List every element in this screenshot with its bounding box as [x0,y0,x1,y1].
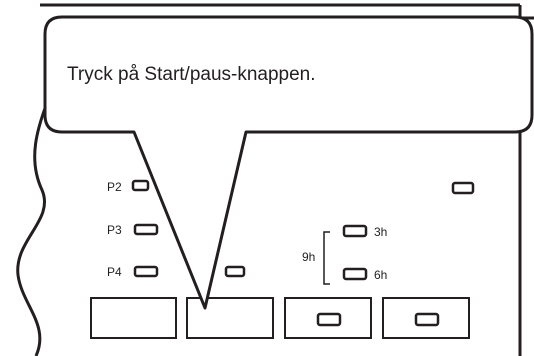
delay-indicator-6h [342,267,368,281]
program-indicator-p2 [131,179,150,192]
program-label-p3: P3 [107,223,122,237]
button-row [90,297,470,339]
program-indicator-p4 [133,265,159,278]
delay-button-indicator [316,312,342,327]
delay-label-6h: 6h [374,268,387,282]
status-indicator-top-right [451,181,475,195]
option-button-indicator [414,312,440,327]
start-pause-indicator [224,265,246,278]
delay-group-label: 9h [302,250,315,264]
program-indicator-p3 [133,223,159,236]
delay-bracket [323,231,330,285]
button-indicators [316,312,440,327]
start-pause-button[interactable] [186,297,274,339]
callout-bubble [43,15,534,310]
program-label-p4: P4 [107,265,122,279]
delay-start-group: 9h 3h 6h [302,224,387,285]
delay-indicator-3h [342,224,368,238]
panel-left-wavy-edge [16,94,52,356]
callout-text: Tryck på Start/paus-knappen. [67,64,316,85]
program-label-p2: P2 [107,180,122,194]
delay-label-3h: 3h [374,225,387,239]
program-button[interactable] [90,297,177,339]
program-indicators: P2 P3 P4 [107,179,159,279]
